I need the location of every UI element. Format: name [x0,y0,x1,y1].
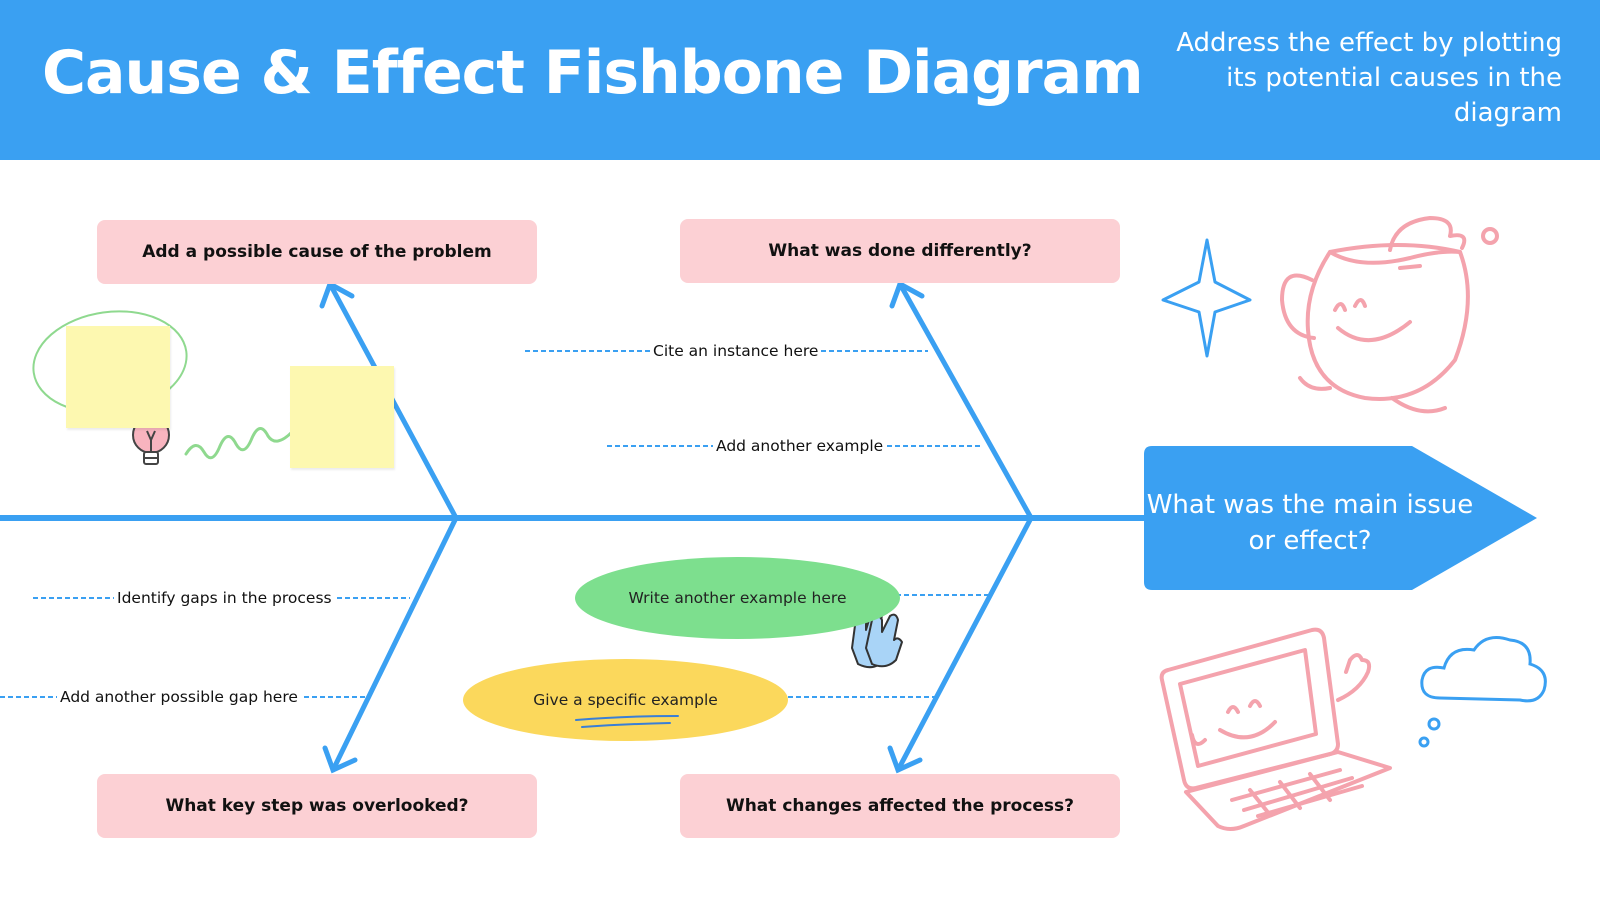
header-banner: Cause & Effect Fishbone Diagram Address … [0,0,1600,160]
sub-cause-label-1[interactable]: Cite an instance here [650,342,822,360]
cause-box-bottom-right[interactable]: What changes affected the process? [680,774,1120,838]
cause-box-top-left[interactable]: Add a possible cause of the problem [97,220,537,284]
bone-lower-left-arrowhead [322,745,358,774]
effect-label[interactable]: What was the main issue or effect? [1146,490,1474,556]
sticky-note-2 [290,366,394,468]
effect-arrow-shape [1144,446,1537,590]
squiggle-arrow [184,427,294,460]
cause-box-top-right[interactable]: What was done differently? [680,219,1120,283]
sub-cause-label-2[interactable]: Add another example [713,437,887,455]
bone-lower-right-arrowhead [887,745,923,774]
page-subtitle: Address the effect by plotting its poten… [1176,28,1562,128]
example-ellipse-green[interactable]: Write another example here [575,557,900,639]
bone-upper-left-arrowhead [319,280,355,309]
laptop-character [1159,627,1392,831]
sub-cause-label-3[interactable]: Identify gaps in the process [114,589,335,607]
coffee-cup-character [1280,216,1499,414]
thought-cloud-icon [1418,636,1547,748]
page-title: Cause & Effect Fishbone Diagram [42,38,1144,108]
example-ellipse-yellow[interactable]: Give a specific example [463,659,788,741]
sub-cause-label-4[interactable]: Add another possible gap here [57,688,301,706]
sticky-note-1 [66,326,170,428]
underline-doodle [575,715,679,728]
bone-upper-right [897,281,1033,519]
star-sparkle-icon [1161,238,1252,358]
bone-lower-left [330,517,458,773]
bone-upper-right-arrowhead [889,280,925,309]
bone-lower-right [895,517,1033,773]
cause-box-bottom-left[interactable]: What key step was overlooked? [97,774,537,838]
